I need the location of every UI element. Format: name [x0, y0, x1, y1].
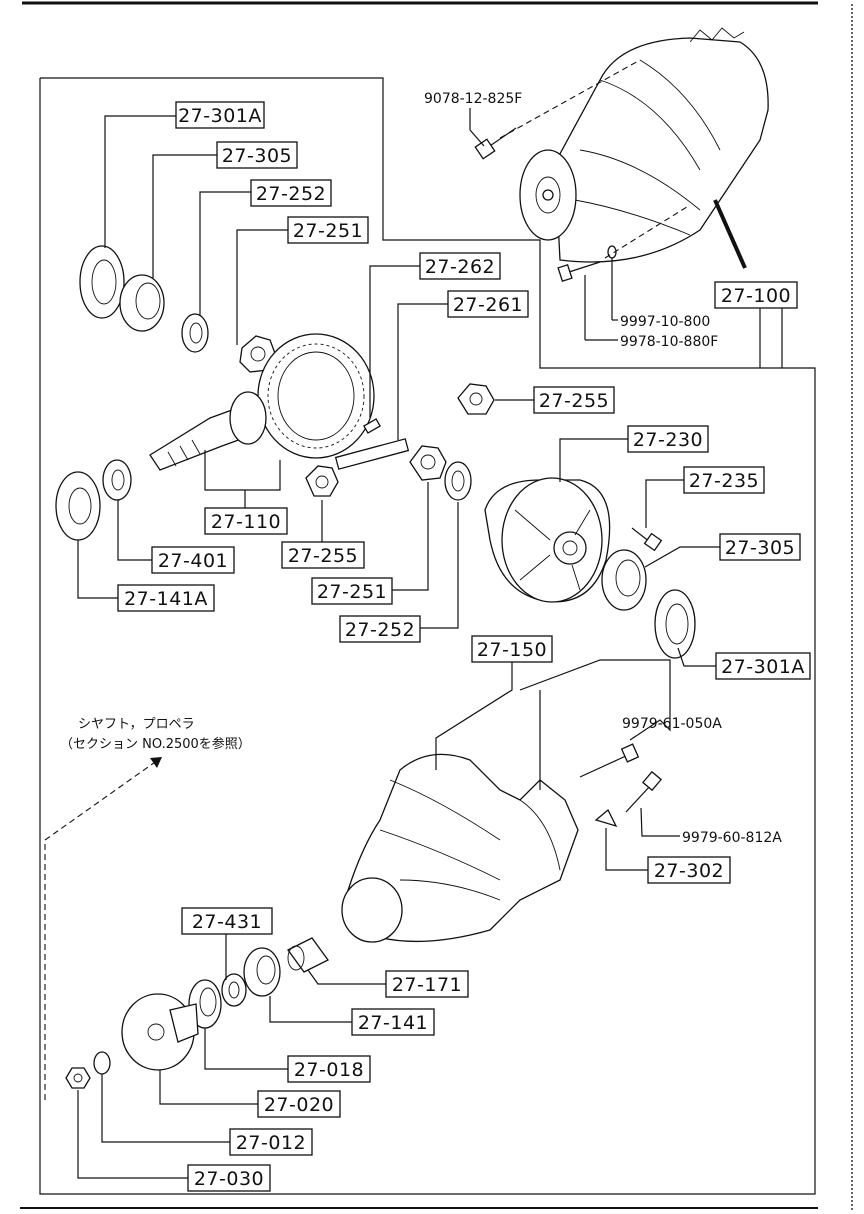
pin-27-261-icon	[334, 438, 410, 470]
pin-27-262-icon	[363, 418, 381, 434]
svg-text:27-141A: 27-141A	[124, 588, 208, 610]
svg-text:27-251: 27-251	[293, 220, 363, 242]
bolt-side-icon	[557, 245, 617, 283]
note-line-2: （セクション NO.2500を参照）	[60, 736, 251, 752]
leader-lines	[77, 115, 783, 1179]
gear-27-255-low-icon	[305, 465, 339, 497]
part-number-bolt-cap: 9979-60-812A	[682, 830, 782, 846]
label-27-150: 27-150	[471, 635, 553, 663]
svg-text:27-018: 27-018	[294, 1059, 364, 1081]
label-27-305-right: 27-305	[719, 533, 801, 561]
label-27-141: 27-141	[351, 1008, 435, 1036]
flange-27-020-icon	[121, 993, 199, 1071]
bolt-cap-icon	[625, 770, 663, 813]
part-number-bolt-top: 9078-12-825F	[424, 91, 522, 107]
label-27-401: 27-401	[151, 546, 235, 574]
label-27-018: 27-018	[287, 1055, 371, 1083]
svg-text:27-401: 27-401	[158, 550, 228, 572]
svg-text:27-230: 27-230	[633, 429, 703, 451]
bearing-27-141A-icon	[55, 471, 101, 541]
label-27-251-top: 27-251	[287, 216, 369, 244]
cap-27-302-icon	[594, 808, 618, 828]
svg-text:27-030: 27-030	[194, 1168, 264, 1190]
pinion-shaft-icon	[149, 391, 267, 471]
svg-text:27-305: 27-305	[725, 537, 795, 559]
part-number-washer-top: 9997-10-800	[620, 314, 710, 330]
note-line-1: シヤフト，プロペラ	[78, 717, 195, 732]
bolt-carrier-icon	[579, 743, 640, 778]
label-27-262: 27-262	[419, 252, 501, 280]
washer-27-431-icon	[221, 973, 247, 1007]
washer-27-401-icon	[102, 459, 132, 501]
bearing-27-305-right-icon	[601, 549, 647, 611]
label-27-251-low: 27-251	[311, 577, 393, 605]
svg-text:27-150: 27-150	[477, 639, 547, 661]
svg-text:27-235: 27-235	[689, 470, 759, 492]
label-27-230: 27-230	[627, 425, 709, 453]
label-27-255-right: 27-255	[533, 386, 615, 414]
svg-text:27-255: 27-255	[539, 390, 609, 412]
label-27-252-top: 27-252	[250, 179, 332, 207]
svg-text:27-261: 27-261	[453, 294, 523, 316]
label-27-171: 27-171	[385, 970, 469, 998]
svg-text:27-431: 27-431	[192, 911, 262, 933]
svg-text:27-305: 27-305	[222, 145, 292, 167]
label-27-252-low: 27-252	[339, 615, 421, 643]
svg-text:27-262: 27-262	[425, 256, 495, 278]
svg-text:27-255: 27-255	[288, 545, 358, 567]
carrier-housing-icon	[341, 753, 579, 943]
bearing-27-305-top-icon	[119, 274, 165, 332]
label-27-301A-top: 27-301A	[175, 101, 265, 129]
label-27-305-top: 27-305	[216, 141, 298, 169]
part-number-bolt-side: 9978-10-880F	[620, 334, 718, 350]
washer-27-012-icon	[93, 1051, 111, 1075]
part-number-bolt-carrier: 9979-61-050A	[622, 716, 722, 732]
svg-text:27-302: 27-302	[654, 860, 724, 882]
spacer-27-171-icon	[287, 937, 329, 973]
svg-text:27-252: 27-252	[256, 183, 326, 205]
label-27-235: 27-235	[683, 466, 765, 494]
svg-text:27-100: 27-100	[721, 285, 791, 307]
svg-text:27-252: 27-252	[345, 619, 415, 641]
gear-27-251-low-icon	[409, 445, 447, 481]
label-27-020: 27-020	[257, 1090, 341, 1118]
bearing-27-141-icon	[243, 947, 281, 997]
svg-text:27-171: 27-171	[392, 974, 462, 996]
svg-text:27-251: 27-251	[317, 581, 387, 603]
bearing-27-301A-right-icon	[654, 589, 696, 659]
washer-27-252-top-icon	[181, 313, 209, 353]
label-27-301A-right: 27-301A	[715, 652, 811, 680]
label-27-030: 27-030	[187, 1164, 271, 1192]
label-27-100: 27-100	[714, 281, 798, 309]
label-27-255-low: 27-255	[281, 541, 365, 569]
bearing-27-301A-top-icon	[79, 245, 125, 319]
washer-27-252-low-icon	[444, 461, 472, 501]
label-27-431: 27-431	[181, 907, 273, 935]
gear-27-255-right-icon	[457, 383, 495, 415]
ring-gear-icon	[257, 333, 375, 459]
svg-text:27-141: 27-141	[358, 1012, 428, 1034]
bolt-27-235-icon	[631, 527, 663, 552]
label-27-261: 27-261	[447, 290, 529, 318]
svg-text:27-020: 27-020	[264, 1094, 334, 1116]
svg-text:27-301A: 27-301A	[721, 656, 805, 678]
assembly-outline	[39, 77, 816, 1195]
housing-assembly-top	[519, 27, 769, 269]
arrow-icon	[44, 757, 162, 1100]
svg-text:27-012: 27-012	[236, 1132, 306, 1154]
label-27-012: 27-012	[229, 1128, 313, 1156]
svg-text:27-110: 27-110	[211, 511, 281, 533]
label-27-141A: 27-141A	[117, 584, 215, 612]
nut-27-030-icon	[65, 1067, 91, 1089]
label-27-110: 27-110	[204, 507, 288, 535]
label-27-302: 27-302	[647, 856, 731, 884]
differential-case-icon	[484, 477, 611, 603]
svg-text:27-301A: 27-301A	[178, 105, 262, 127]
